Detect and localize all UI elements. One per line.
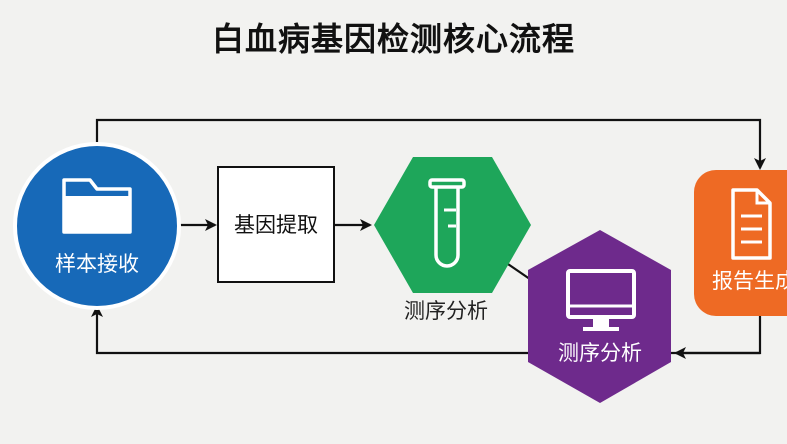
monitor-icon	[566, 269, 636, 331]
diagram-title: 白血病基因检测核心流程	[211, 20, 575, 58]
node-extract-label: 基因提取	[234, 213, 318, 237]
node-analysis-label: 测序分析	[558, 341, 642, 365]
node-extract[interactable]: 基因提取	[217, 166, 335, 283]
test-tube-icon	[428, 178, 466, 268]
node-report[interactable]: 报告生成	[694, 170, 787, 316]
node-sample-label: 样本接收	[55, 252, 139, 276]
folder-icon	[62, 178, 132, 234]
node-report-label: 报告生成	[712, 269, 787, 293]
document-icon	[731, 188, 772, 260]
node-sample[interactable]: 样本接收	[13, 142, 181, 310]
node-sequencing-label: 测序分析	[404, 299, 488, 323]
edge-bottom-loop	[91, 305, 762, 355]
edge-top-loop	[95, 118, 766, 170]
node-sequencing[interactable]: 测序分析	[374, 157, 531, 323]
node-analysis[interactable]: 测序分析	[528, 230, 671, 403]
